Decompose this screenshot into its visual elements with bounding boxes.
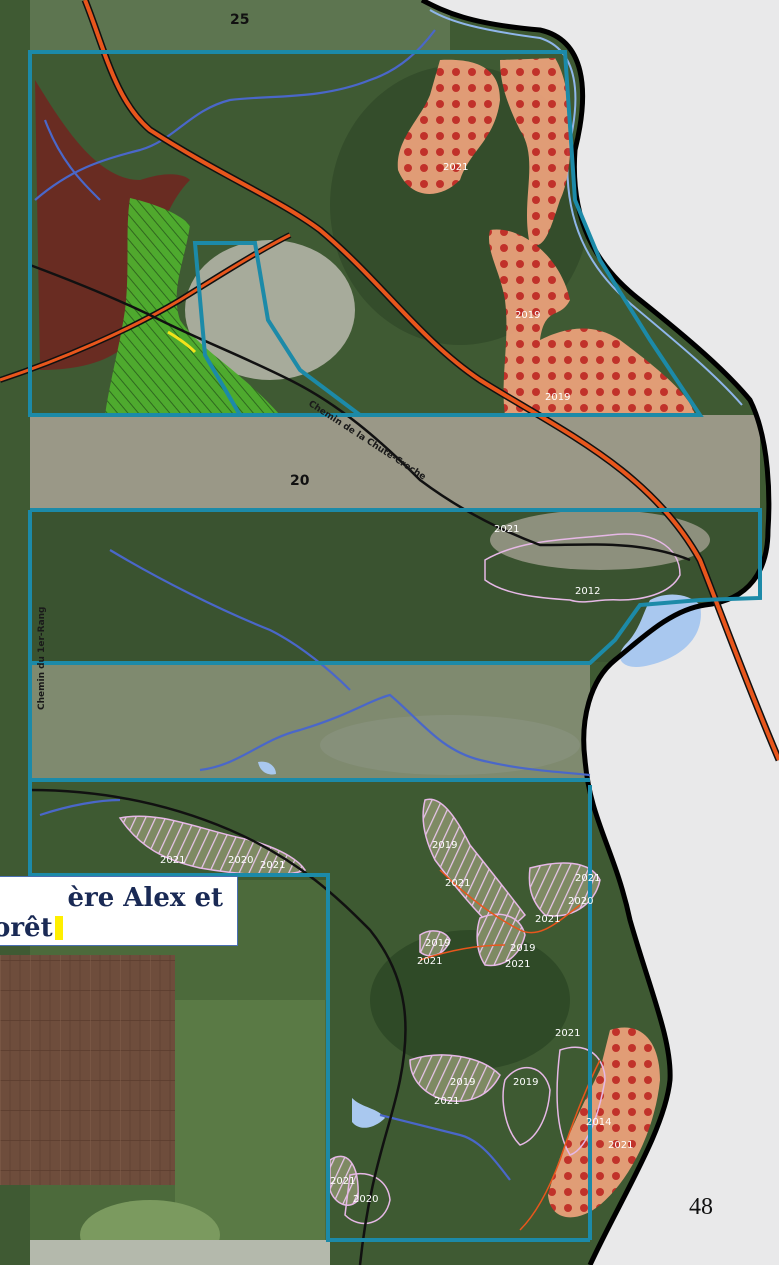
year-label: 2021 xyxy=(160,855,185,866)
year-label: 2019 xyxy=(545,392,570,403)
year-label: 2021 xyxy=(434,1096,459,1107)
dotted-zone xyxy=(397,59,500,194)
zone-label-20: 20 xyxy=(290,473,310,489)
dotted-zone xyxy=(500,58,571,246)
year-label: 2021 xyxy=(505,959,530,970)
year-label: 2020 xyxy=(353,1194,378,1205)
dotted-zone xyxy=(548,1027,660,1218)
cleared-zone-brown xyxy=(35,80,190,370)
caption-line-1: ère Alex et xyxy=(67,883,223,913)
year-label: 2021 xyxy=(608,1140,633,1151)
page-number: 48 xyxy=(689,1194,713,1220)
text-cursor-highlight xyxy=(54,916,63,940)
year-label: 2012 xyxy=(575,586,600,597)
year-label: 2020 xyxy=(228,855,253,866)
caption-line-2-text: orêt xyxy=(0,913,53,943)
year-label: 2019 xyxy=(513,1077,538,1088)
lake-small xyxy=(258,761,276,775)
rivers xyxy=(34,29,591,1181)
yellow-marker xyxy=(167,330,197,354)
year-label: 2021 xyxy=(330,1176,355,1187)
caption-line-2: orêt xyxy=(0,913,63,943)
boundaries xyxy=(28,50,762,1242)
road-label-1er-rang: Chemin du 1er-Rang xyxy=(37,607,47,711)
harvest-year-labels: 2021 2019 2019 2021 2012 2021 2020 2021 … xyxy=(160,162,633,1205)
zone-label-25: 25 xyxy=(230,12,249,28)
year-label: 2021 xyxy=(443,162,468,173)
cleared-zone-green xyxy=(105,198,280,415)
year-label: 2021 xyxy=(260,860,285,871)
year-label: 2021 xyxy=(417,956,442,967)
year-label: 2014 xyxy=(586,1117,611,1128)
lake-small xyxy=(352,1098,385,1128)
year-label: 2021 xyxy=(535,914,560,925)
year-label: 2020 xyxy=(568,896,593,907)
harvest-outlines xyxy=(344,533,681,1225)
year-label: 2019 xyxy=(432,840,457,851)
river-bank xyxy=(420,0,772,1265)
year-label: 2021 xyxy=(575,873,600,884)
year-label: 2019 xyxy=(515,310,540,321)
year-label: 2019 xyxy=(450,1077,475,1088)
year-label: 2021 xyxy=(445,878,470,889)
year-label: 2019 xyxy=(510,943,535,954)
year-label: 2019 xyxy=(425,938,450,949)
year-label: 2021 xyxy=(494,524,519,535)
dotted-zone xyxy=(488,229,695,415)
year-label: 2021 xyxy=(555,1028,580,1039)
caption-box: ère Alex et orêt xyxy=(0,876,238,946)
